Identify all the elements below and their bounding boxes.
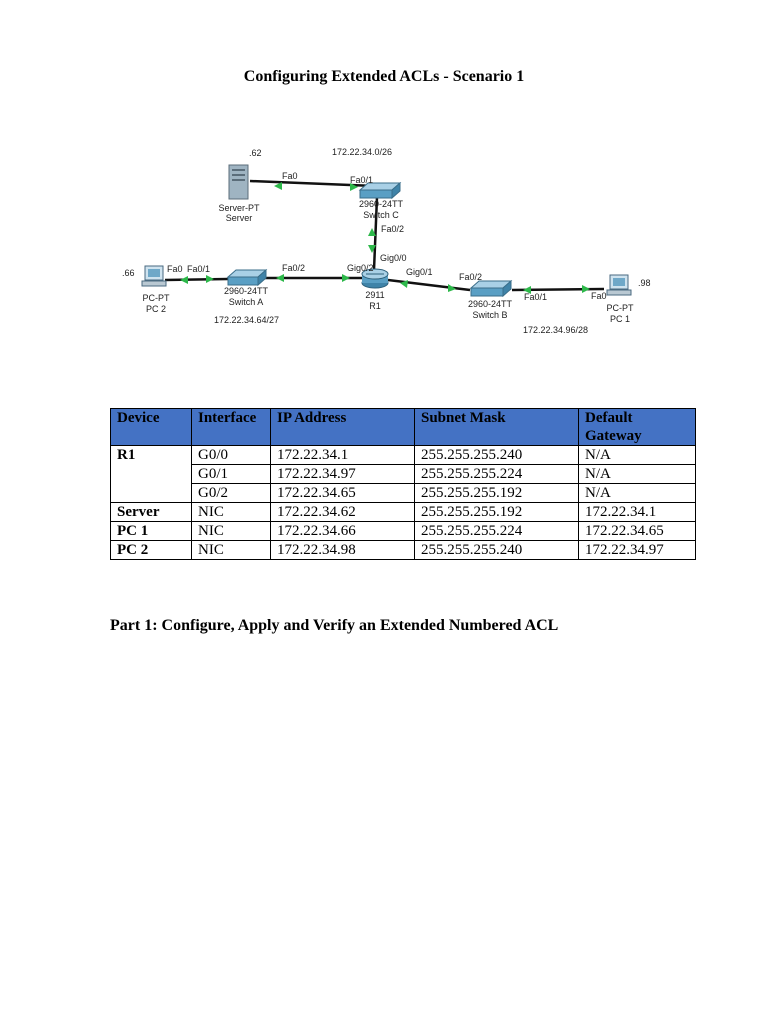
- server-icon: [228, 164, 249, 200]
- default-gateway-cell: 172.22.34.65: [578, 521, 696, 541]
- ip-address-cell: 172.22.34.97: [270, 464, 415, 484]
- interface-cell: G0/0: [191, 445, 271, 465]
- default-gateway-cell: 172.22.34.1: [578, 502, 696, 522]
- device-cell: PC 1: [110, 521, 192, 541]
- header-device: Device: [110, 408, 192, 446]
- pc2-icon: [141, 265, 167, 287]
- network-top-label: 172.22.34.0/26: [332, 147, 392, 157]
- table-header-row: Device Interface IP Address Subnet Mask …: [110, 408, 696, 446]
- switch-c-model-label: 2960-24TT: [359, 199, 404, 209]
- switch-c-name-label: Switch C: [363, 210, 399, 220]
- switch-b-icon: [469, 279, 513, 298]
- part1-heading: Part 1: Configure, Apply and Verify an E…: [110, 617, 559, 634]
- r1-name-label: R1: [369, 301, 381, 311]
- default-gateway-cell: N/A: [578, 464, 696, 484]
- default-gateway-cell: N/A: [578, 483, 696, 503]
- interface-cell: NIC: [191, 540, 271, 560]
- server-model-label: Server-PT: [218, 203, 260, 213]
- switch-c-fa01-label: Fa0/1: [350, 175, 373, 185]
- table-row: R1 G0/0 172.22.34.1 255.255.255.240 N/A: [110, 445, 696, 503]
- pc2-name-label: PC 2: [146, 304, 166, 314]
- server-interface-label: Fa0: [282, 171, 298, 181]
- link-pc2-switch-a: [164, 277, 229, 282]
- pc2-model-label: PC-PT: [143, 293, 171, 303]
- subnet-mask-cell: 255.255.255.192: [414, 502, 579, 522]
- switch-b-fa02-label: Fa0/2: [459, 272, 482, 282]
- r1-gig02-label: Gig0/2: [347, 263, 374, 273]
- header-default-gateway: Default Gateway: [578, 408, 696, 446]
- interface-cell: NIC: [191, 502, 271, 522]
- pc1-icon: [606, 274, 632, 296]
- default-gateway-cell: 172.22.34.97: [578, 540, 696, 560]
- router-r1-icon: [361, 268, 389, 289]
- topology-labels: .62 Server-PT Server Fa0 172.22.34.0/26 …: [122, 147, 651, 335]
- ip-address-cell: 172.22.34.66: [270, 521, 415, 541]
- pc1-name-label: PC 1: [610, 314, 630, 324]
- device-cell: Server: [110, 502, 192, 522]
- switch-b-model-label: 2960-24TT: [468, 299, 513, 309]
- ip-address-cell: 172.22.34.65: [270, 483, 415, 503]
- subnet-mask-cell: 255.255.255.224: [414, 521, 579, 541]
- switch-a-fa01-label: Fa0/1: [187, 264, 210, 274]
- server-name-label: Server: [226, 213, 253, 223]
- link-switch-c-r1: [372, 196, 379, 271]
- pc1-model-label: PC-PT: [607, 303, 635, 313]
- interface-cell: NIC: [191, 521, 271, 541]
- switch-b-name-label: Switch B: [472, 310, 507, 320]
- switch-c-fa02-label: Fa0/2: [381, 224, 404, 234]
- table-row: G0/2 172.22.34.65 255.255.255.192 N/A: [111, 483, 696, 503]
- table-row: G0/1 172.22.34.97 255.255.255.224 N/A: [111, 464, 696, 484]
- subnet-mask-cell: 255.255.255.224: [414, 464, 579, 484]
- network-a-label: 172.22.34.64/27: [214, 315, 279, 325]
- ip-address-cell: 172.22.34.98: [270, 540, 415, 560]
- table-row: PC 1 NIC 172.22.34.66 255.255.255.224 17…: [110, 521, 696, 541]
- header-ip-address: IP Address: [270, 408, 415, 446]
- switch-b-fa01-label: Fa0/1: [524, 292, 547, 302]
- page-title: Configuring Extended ACLs - Scenario 1: [243, 68, 525, 85]
- switch-c-icon: [358, 181, 402, 200]
- default-gateway-cell: N/A: [578, 445, 696, 465]
- header-subnet-mask: Subnet Mask: [414, 408, 579, 446]
- switch-a-fa02-label: Fa0/2: [282, 263, 305, 273]
- subnet-mask-cell: 255.255.255.192: [414, 483, 579, 503]
- addressing-table: Device Interface IP Address Subnet Mask …: [110, 408, 696, 560]
- r1-model-label: 2911: [365, 290, 384, 300]
- link-r1-switch-b: [387, 278, 471, 292]
- header-interface: Interface: [191, 408, 271, 446]
- link-state-indicators: [180, 182, 590, 294]
- ip-address-cell: 172.22.34.1: [270, 445, 415, 465]
- device-cell: R1: [110, 445, 192, 503]
- server-ip-label: .62: [249, 148, 262, 158]
- table-row: Server NIC 172.22.34.62 255.255.255.192 …: [110, 502, 696, 522]
- r1-gig01-label: Gig0/1: [406, 267, 433, 277]
- switch-a-model-label: 2960-24TT: [224, 286, 269, 296]
- ip-address-cell: 172.22.34.62: [270, 502, 415, 522]
- network-b-label: 172.22.34.96/28: [523, 325, 588, 335]
- subnet-mask-cell: 255.255.255.240: [414, 445, 579, 465]
- pc1-fa0-label: Fa0: [591, 291, 607, 301]
- pc2-fa0-label: Fa0: [167, 264, 183, 274]
- interface-cell: G0/1: [191, 464, 271, 484]
- subnet-mask-cell: 255.255.255.240: [414, 540, 579, 560]
- pc2-ip-label: .66: [122, 268, 135, 278]
- device-cell: PC 2: [110, 540, 192, 560]
- table-row: PC 2 NIC 172.22.34.98 255.255.255.240 17…: [110, 540, 696, 560]
- r1-gig00-label: Gig0/0: [380, 253, 407, 263]
- switch-a-name-label: Switch A: [229, 297, 264, 307]
- interface-cell: G0/2: [191, 483, 271, 503]
- network-topology-diagram: .62 Server-PT Server Fa0 172.22.34.0/26 …: [122, 147, 651, 335]
- switch-a-icon: [226, 268, 268, 287]
- pc1-ip-label: .98: [638, 278, 651, 288]
